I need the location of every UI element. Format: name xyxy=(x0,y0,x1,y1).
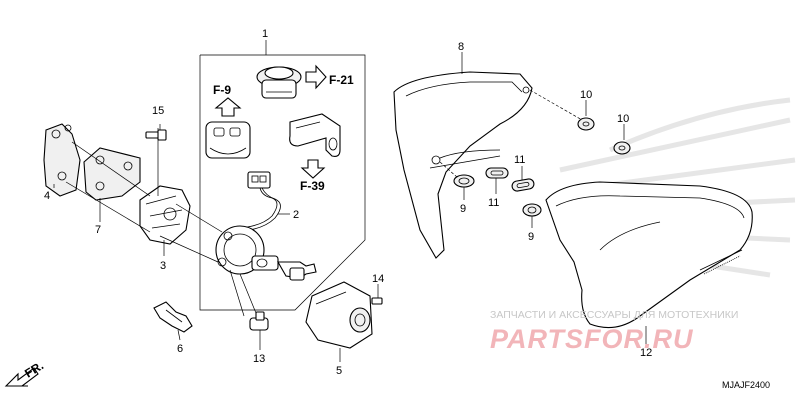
callout-10b: 10 xyxy=(617,113,629,125)
arrow-right-f21 xyxy=(305,64,327,90)
exploded-lines xyxy=(65,128,259,319)
watermark-tagline: ЗАПЧАСТИ И АКСЕССУАРЫ ДЛЯ МОТОТЕХНИКИ xyxy=(490,309,738,321)
callout-9a: 9 xyxy=(460,203,466,215)
screw-14 xyxy=(371,290,383,305)
callout-9b: 9 xyxy=(528,231,534,243)
ref-f39: F-39 xyxy=(300,179,325,193)
diagram-code: MJAJF2400 xyxy=(722,380,770,390)
callout-5: 5 xyxy=(336,365,342,377)
callout-7: 7 xyxy=(95,224,101,236)
side-cover-12 xyxy=(545,181,753,329)
callout-11a: 11 xyxy=(488,197,499,209)
seal-11a xyxy=(485,167,509,179)
ignition-switch xyxy=(215,225,317,281)
callout-4: 4 xyxy=(44,190,50,202)
seal-11b xyxy=(511,178,535,192)
callout-12: 12 xyxy=(640,347,652,359)
wire-connector xyxy=(239,171,281,232)
grommet-10a xyxy=(577,117,595,131)
callout-1: 1 xyxy=(262,28,268,40)
bolt-13 xyxy=(249,311,269,331)
front-direction-arrow xyxy=(4,367,39,387)
arrow-up-f9 xyxy=(214,97,242,117)
key-cover-5 xyxy=(305,281,373,349)
callout-10a: 10 xyxy=(580,89,592,101)
grommet-9b xyxy=(522,203,542,217)
bolt-15 xyxy=(145,124,167,141)
callout-2: 2 xyxy=(293,209,299,221)
callout-8: 8 xyxy=(458,41,464,53)
side-cover-8 xyxy=(393,71,533,259)
key-blank-6 xyxy=(153,301,193,333)
callout-15: 15 xyxy=(152,105,164,117)
group-box-1 xyxy=(199,40,366,311)
callout-11b: 11 xyxy=(514,154,525,166)
mount-plate xyxy=(83,147,141,201)
watermark-brand: PARTSFOR.RU xyxy=(490,324,694,354)
switch-housing xyxy=(139,185,191,245)
callout-13: 13 xyxy=(253,353,265,365)
arrow-down-f39 xyxy=(300,159,326,179)
callout-14: 14 xyxy=(372,273,384,285)
bracket-plate xyxy=(43,123,81,197)
grommet-10b xyxy=(613,141,631,155)
mount-lines xyxy=(439,89,583,179)
boot-part xyxy=(205,121,251,159)
cap-part xyxy=(256,66,302,99)
ref-f21: F-21 xyxy=(329,73,354,87)
callout-6: 6 xyxy=(177,343,183,355)
ref-f9: F-9 xyxy=(213,83,231,97)
hook-part xyxy=(289,113,341,157)
callout-3: 3 xyxy=(160,260,166,272)
callout-leaders xyxy=(53,52,647,362)
